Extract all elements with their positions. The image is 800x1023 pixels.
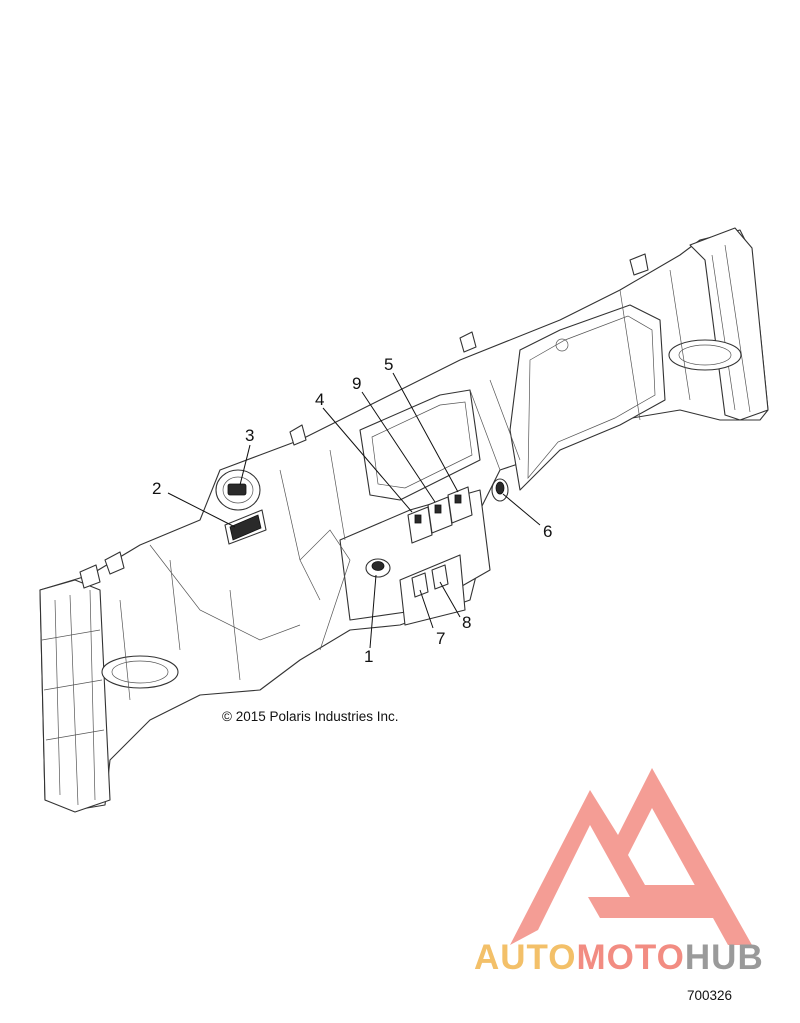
rocker-switch-9 bbox=[427, 496, 453, 534]
leader-8 bbox=[439, 581, 461, 618]
callout-2: 2 bbox=[152, 479, 162, 498]
auxiliary-switch-6 bbox=[491, 478, 509, 502]
callout-5: 5 bbox=[384, 355, 394, 374]
callout-8: 8 bbox=[462, 613, 472, 632]
rocker-switch-5 bbox=[447, 486, 473, 524]
figure-id: 700326 bbox=[687, 988, 733, 1003]
dashboard-body bbox=[39, 227, 769, 813]
leader-5 bbox=[392, 372, 459, 493]
callout-9: 9 bbox=[352, 374, 362, 393]
switch-7 bbox=[411, 572, 429, 598]
leader-3 bbox=[239, 444, 251, 486]
callout-6: 6 bbox=[543, 522, 553, 541]
rocker-switch-4 bbox=[407, 506, 433, 544]
callout-3: 3 bbox=[245, 426, 255, 445]
power-outlet bbox=[215, 469, 261, 511]
leader-6 bbox=[502, 493, 541, 526]
leader-1 bbox=[369, 574, 377, 649]
brand-moto: MOTO bbox=[576, 938, 685, 977]
copyright-notice: © 2015 Polaris Industries Inc. bbox=[222, 709, 399, 724]
watermark-brand: AUTOMOTOHUB bbox=[474, 940, 764, 975]
triangle-m-logo-icon bbox=[510, 768, 752, 945]
callout-4: 4 bbox=[315, 390, 325, 409]
callout-7: 7 bbox=[436, 629, 446, 648]
callout-1: 1 bbox=[364, 647, 374, 666]
horn-switch bbox=[224, 509, 267, 545]
leader-7 bbox=[419, 589, 434, 629]
brand-auto: AUTO bbox=[474, 938, 577, 977]
leader-2 bbox=[167, 492, 236, 528]
leader-9 bbox=[361, 391, 436, 503]
leader-4 bbox=[322, 407, 413, 513]
ignition-switch bbox=[365, 558, 391, 578]
switch-8 bbox=[431, 564, 449, 590]
brand-hub: HUB bbox=[684, 938, 764, 977]
leader-lines bbox=[167, 372, 541, 649]
